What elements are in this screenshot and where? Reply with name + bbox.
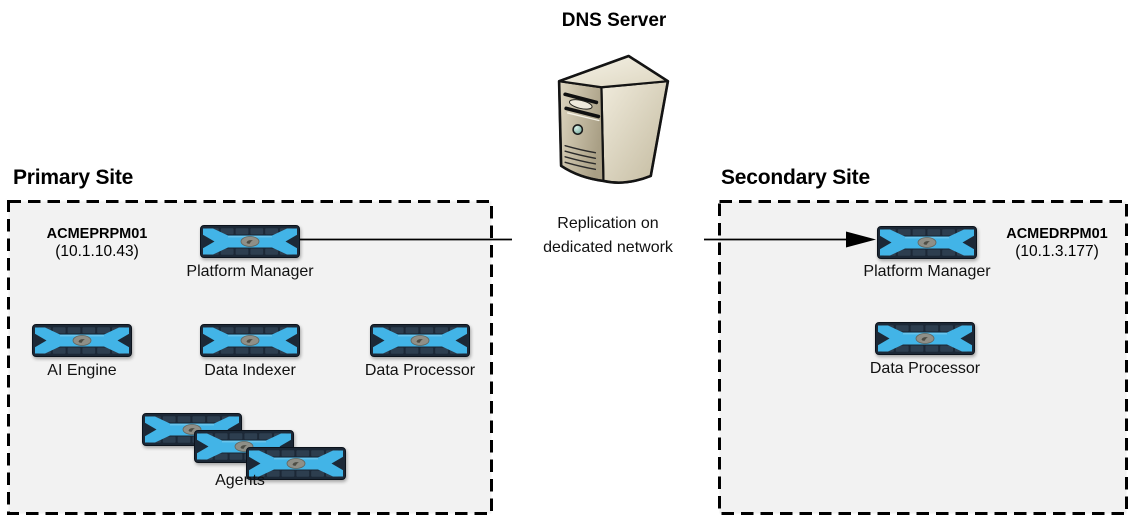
secondary-site-title: Secondary Site: [721, 166, 870, 189]
ai-engine-appliance-icon: [32, 324, 132, 357]
secondary-data-processor-label: Data Processor: [869, 360, 981, 377]
secondary-data-processor-appliance-icon: [875, 322, 975, 355]
primary-host-info: ACMEPRPM01 (10.1.10.43): [22, 226, 172, 260]
primary-site-title: Primary Site: [13, 166, 134, 189]
replication-label: Replication on dedicated network: [512, 211, 704, 260]
tower-server-icon: [555, 54, 671, 187]
data-indexer-label: Data Indexer: [204, 362, 296, 379]
primary-data-processor-label: Data Processor: [364, 362, 476, 379]
primary-data-processor-appliance-icon: [370, 324, 470, 357]
secondary-platform-manager-appliance-icon: [877, 226, 977, 259]
replication-label-line2: dedicated network: [543, 238, 673, 256]
primary-host-ip: (10.1.10.43): [55, 243, 139, 260]
replication-label-line1: Replication on: [557, 215, 659, 232]
ai-engine-label: AI Engine: [47, 362, 117, 379]
dns-server-title: DNS Server: [561, 10, 667, 31]
agents-label: Agents: [215, 472, 265, 489]
secondary-host-ip: (10.1.3.177): [1015, 243, 1099, 260]
secondary-host-name: ACMEDRPM01: [1006, 226, 1108, 242]
primary-host-name: ACMEPRPM01: [46, 226, 148, 242]
secondary-platform-manager-label: Platform Manager: [863, 263, 991, 280]
primary-platform-manager-appliance-icon: [200, 225, 300, 258]
primary-platform-manager-label: Platform Manager: [186, 263, 314, 280]
secondary-host-info: ACMEDRPM01 (10.1.3.177): [982, 226, 1131, 260]
data-indexer-appliance-icon: [200, 324, 300, 357]
